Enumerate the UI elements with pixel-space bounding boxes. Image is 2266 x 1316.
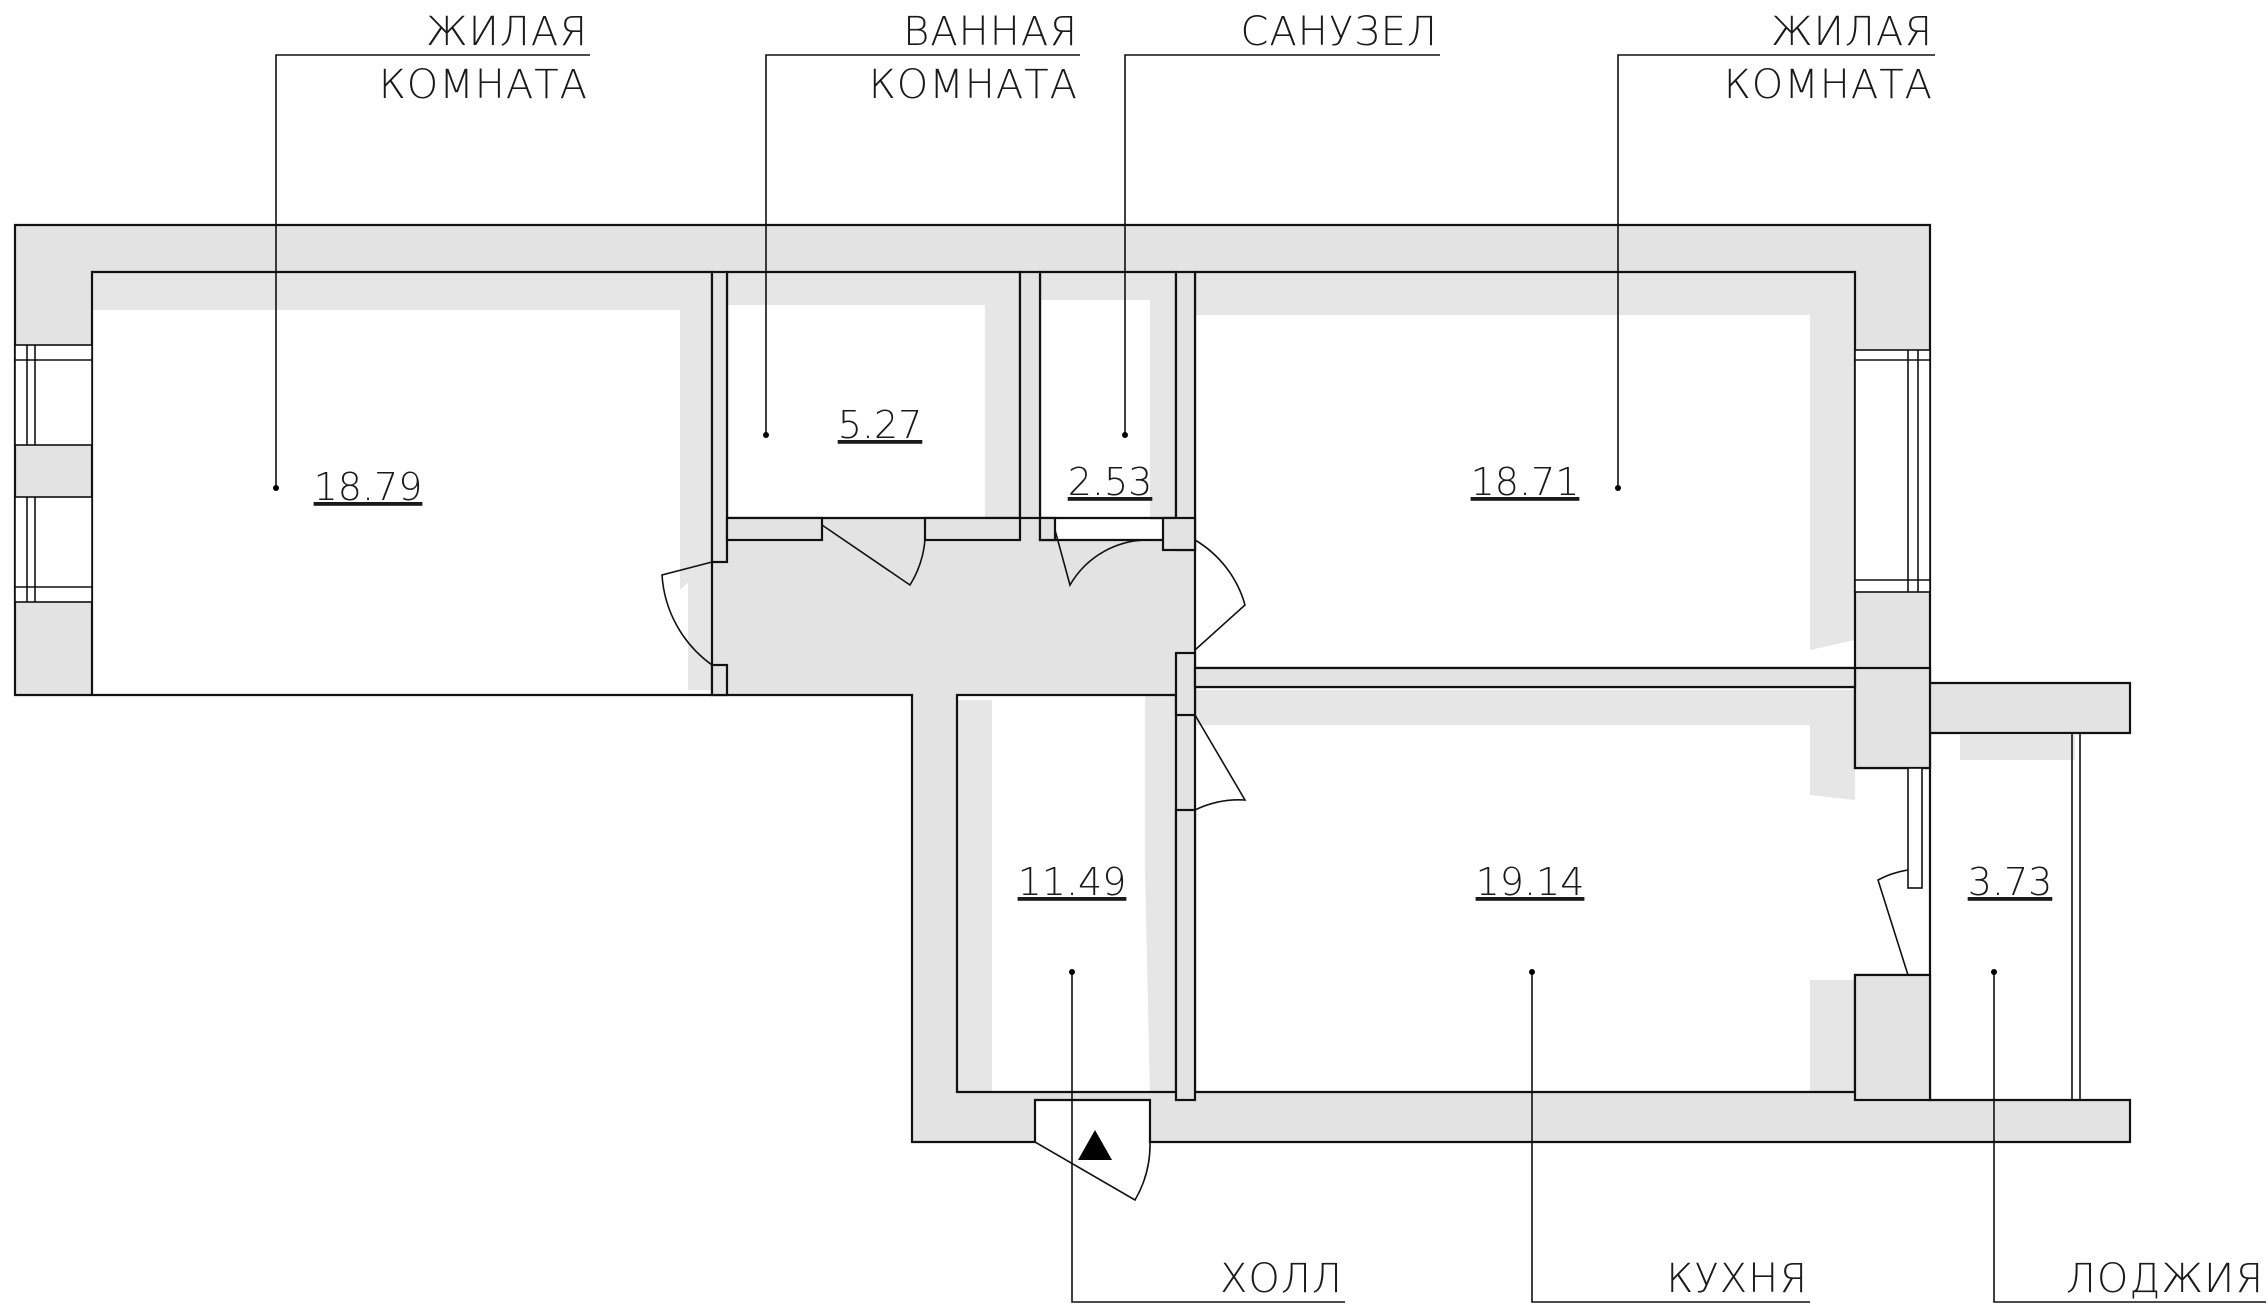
loggia-glazing (1907, 733, 2081, 1100)
room-name-living2-line2: КОМНАТА (1724, 62, 1933, 108)
entrance-marker-icon (1078, 1130, 1112, 1160)
room-name-wc: САНУЗЕЛ (1240, 9, 1438, 55)
room-name-living2-line1: ЖИЛАЯ (1771, 9, 1933, 55)
room-name-hall: ХОЛЛ (1220, 1256, 1343, 1302)
room-labels: ЖИЛАЯ КОМНАТА ВАННАЯ КОМНАТА САНУЗЕЛ ЖИЛ… (379, 9, 2264, 1302)
walls (13, 223, 2132, 1144)
left-windows (14, 344, 93, 603)
leader-lines (273, 54, 2266, 1303)
right-windows (1854, 349, 1931, 593)
area-loggia: 3.73 (1968, 860, 2053, 904)
area-living2: 18.71 (1471, 460, 1580, 504)
room-name-loggia: ЛОДЖИЯ (2066, 1256, 2264, 1302)
room-name-bathroom-line2: КОМНАТА (869, 62, 1078, 108)
room-name-living1-line1: ЖИЛАЯ (426, 9, 588, 55)
area-living1: 18.79 (314, 465, 423, 509)
area-kitchen: 19.14 (1476, 860, 1585, 904)
area-wc: 2.53 (1068, 460, 1153, 504)
area-labels: 18.79 5.27 2.53 18.71 11.49 19.14 3.73 (314, 403, 2053, 904)
doors (661, 524, 1909, 1202)
area-hall: 11.49 (1018, 860, 1127, 904)
room-name-kitchen: КУХНЯ (1666, 1256, 1808, 1302)
area-bathroom: 5.27 (838, 403, 923, 447)
room-name-bathroom-line1: ВАННАЯ (903, 9, 1078, 55)
interior-shadows (92, 272, 2075, 1095)
room-name-living1-line2: КОМНАТА (379, 62, 588, 108)
